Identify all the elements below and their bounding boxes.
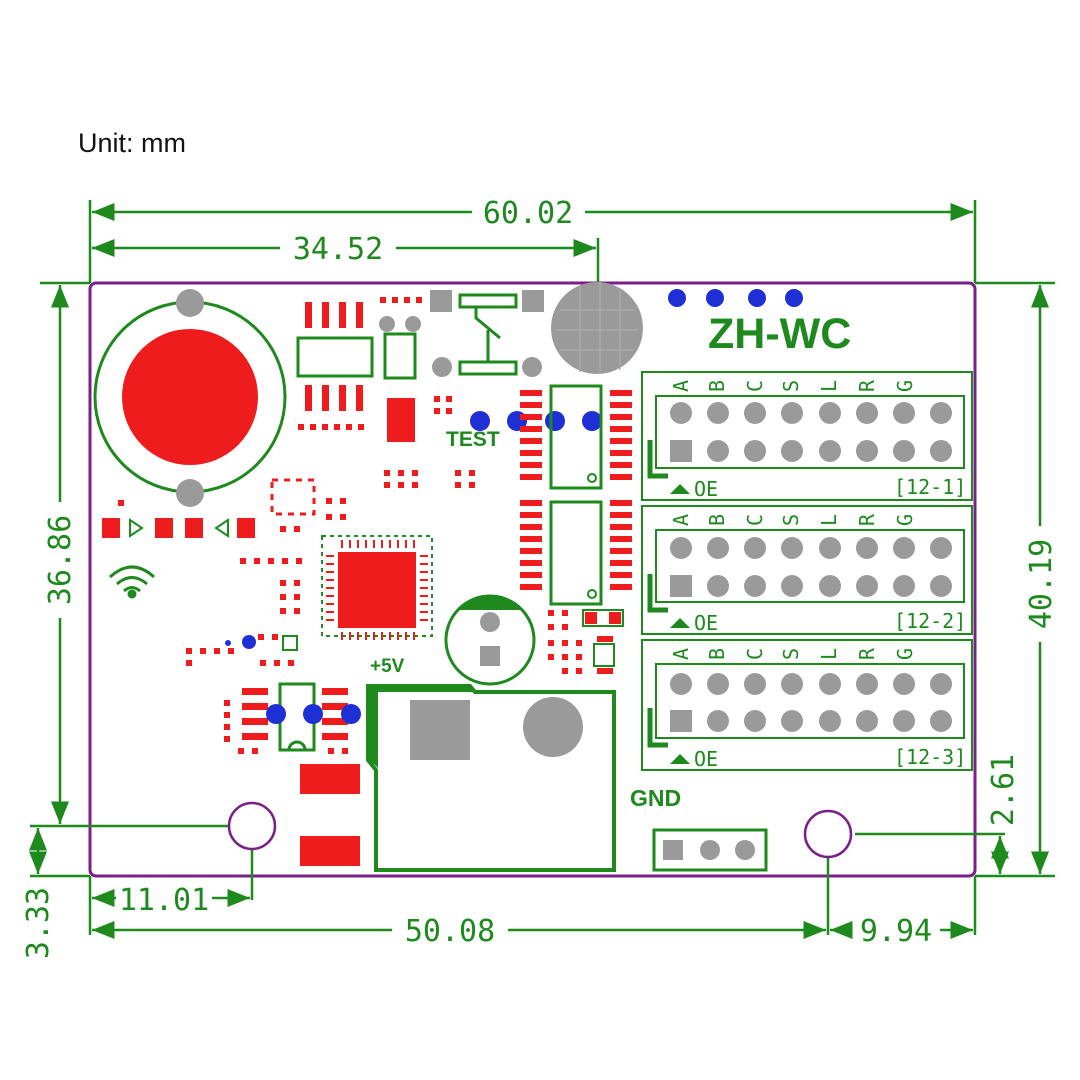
button-pad-bottom <box>176 479 204 507</box>
pin-label: G <box>893 514 917 526</box>
connector-id: [12-3] <box>894 745 966 769</box>
pin-label: R <box>855 513 879 526</box>
buzzer <box>551 282 643 374</box>
unit-label: Unit: mm <box>78 128 186 158</box>
connector-12-3: A B C S L R G OE [12-3] <box>641 639 973 771</box>
pin-label: C <box>743 380 767 392</box>
pin-label: S <box>779 648 803 660</box>
connector-id: [12-2] <box>894 609 966 633</box>
pin-label: G <box>893 648 917 660</box>
dim-overall-width: 60.02 <box>483 196 573 231</box>
pin-label: A <box>669 380 693 392</box>
dim-offset-to-component: 34.52 <box>293 232 383 267</box>
pin-label: B <box>705 514 729 526</box>
mcu-chip <box>321 535 433 640</box>
dim-hole-y-left: 3.33 <box>21 887 56 959</box>
pin-label: L <box>817 648 841 660</box>
dim-height-left: 36.86 <box>43 515 78 605</box>
pin-label: R <box>855 647 879 660</box>
label-plus5v: +5V <box>370 656 405 677</box>
wifi-icon <box>108 565 156 599</box>
tactile-button <box>122 329 258 465</box>
pin-label: L <box>817 380 841 392</box>
connector-id: [12-1] <box>894 475 966 499</box>
pin-label: G <box>893 380 917 392</box>
pin-label: S <box>779 514 803 526</box>
mounting-hole-right <box>803 809 853 859</box>
dim-left-hole-x: 11.01 <box>119 883 209 918</box>
dim-hole-spacing: 50.08 <box>405 914 495 949</box>
board-name: ZH-WC <box>708 310 851 358</box>
power-jack <box>366 684 616 872</box>
label-test: TEST <box>446 428 500 451</box>
pin-label: R <box>855 379 879 392</box>
connector-12-1: A B C S L R G OE [12-1] <box>641 371 973 501</box>
pin-label: A <box>669 648 693 660</box>
oe-label: OE <box>694 611 718 635</box>
pin-label: B <box>705 380 729 392</box>
oe-label: OE <box>694 747 718 771</box>
board-components: TEST <box>93 282 853 872</box>
pin-label: S <box>779 380 803 392</box>
oe-label: OE <box>694 477 718 501</box>
connector-12-2: A B C S L R G OE [12-2] <box>641 505 973 635</box>
mounting-hole-left <box>227 801 277 851</box>
capacitor <box>444 594 536 686</box>
dimension-lines <box>29 200 1055 939</box>
pin-label: B <box>705 648 729 660</box>
label-gnd: GND <box>630 785 681 811</box>
dim-hole-y-right: 2.61 <box>986 754 1021 826</box>
pin-label: L <box>817 514 841 526</box>
dim-right-hole-x: 9.94 <box>860 914 932 949</box>
pin-label: C <box>743 514 767 526</box>
button-pad-top <box>176 289 204 317</box>
pin-label: A <box>669 514 693 526</box>
dim-overall-height: 40.19 <box>1024 539 1059 629</box>
pin-label: C <box>743 648 767 660</box>
